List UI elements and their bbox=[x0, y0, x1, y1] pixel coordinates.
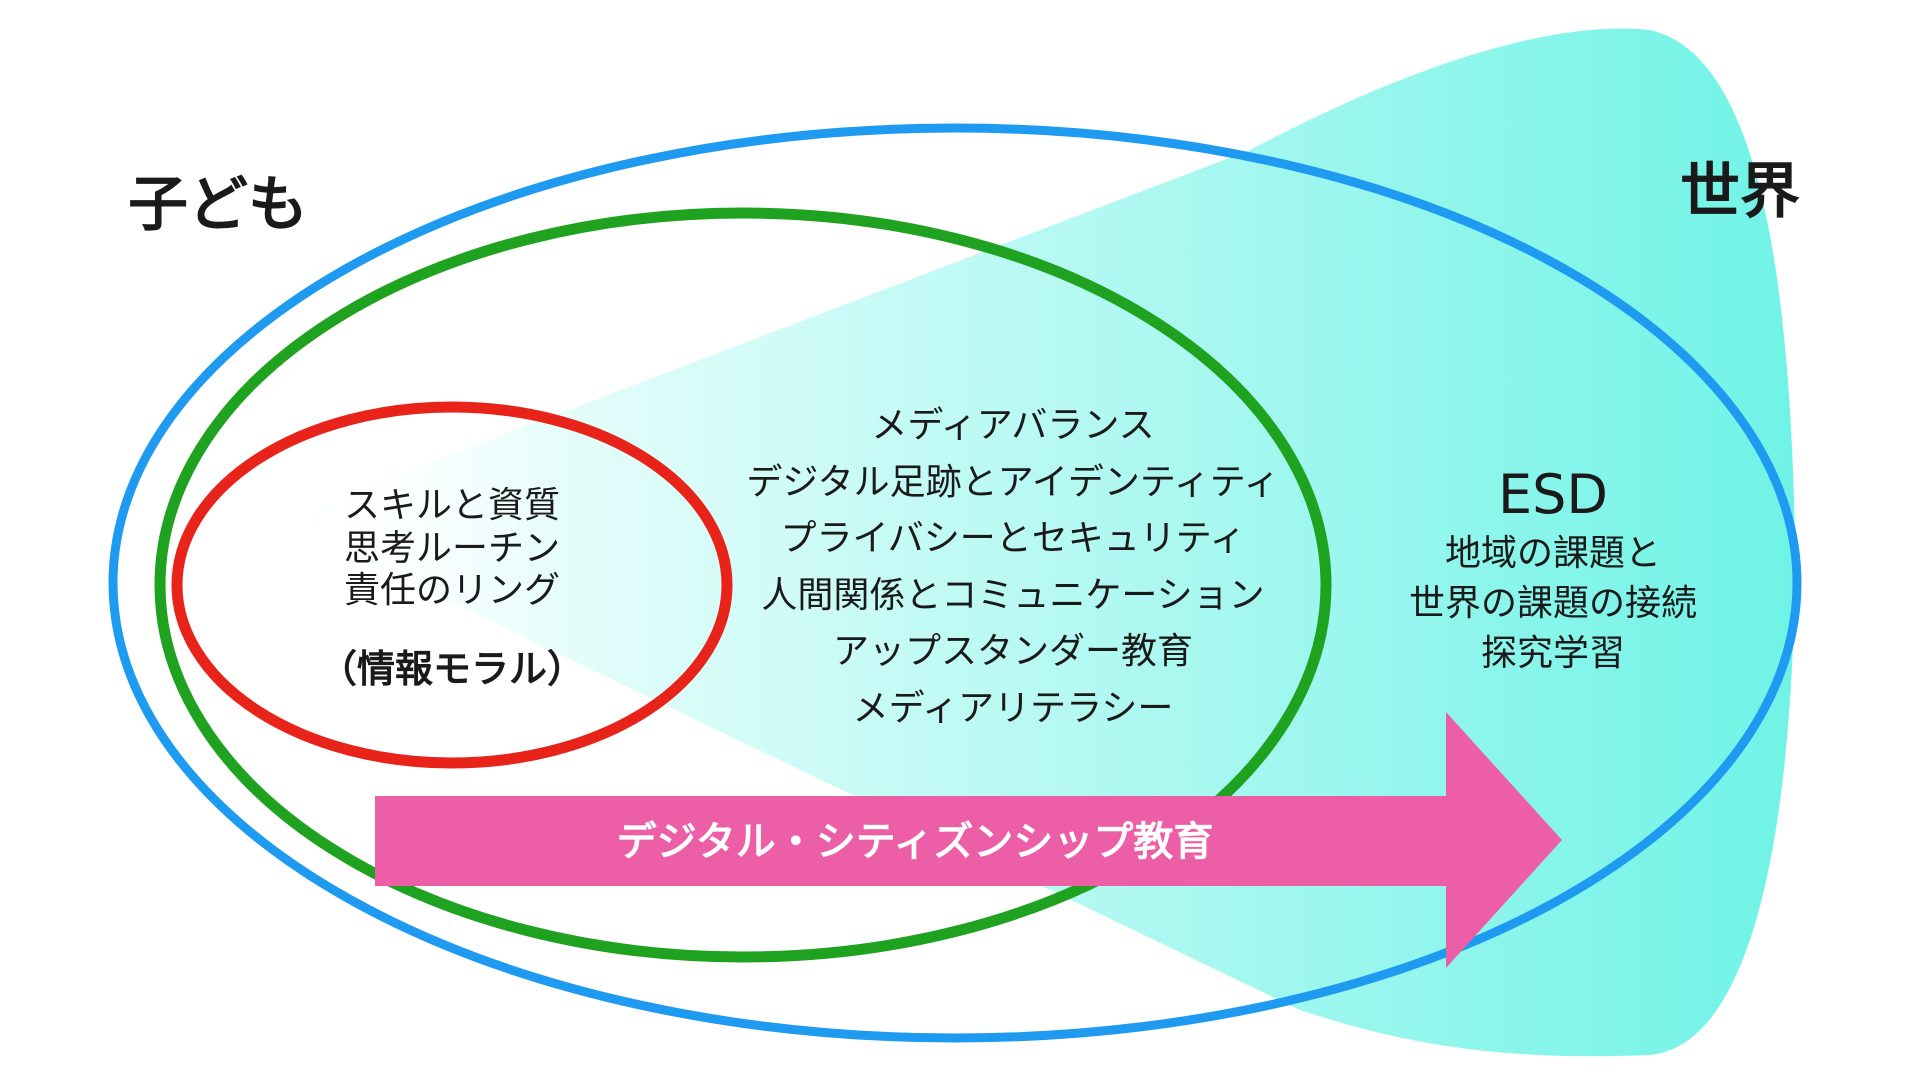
middle-ring-line: メディアバランス bbox=[871, 405, 1154, 446]
world-label: 世界 bbox=[1680, 157, 1800, 227]
middle-ring bbox=[154, 207, 1332, 963]
middle-ring-line: 人間関係とコミュニケーション bbox=[761, 575, 1264, 616]
esd-line: 世界の課題の接続 bbox=[1409, 583, 1697, 624]
inner-ring-emphasis: （情報モラル） bbox=[319, 647, 585, 691]
arrow-label: デジタル・シティズンシップ教育 bbox=[617, 819, 1214, 865]
outer-ring bbox=[108, 123, 1802, 1043]
inner-ring bbox=[171, 401, 733, 769]
digital-citizenship-arrow bbox=[375, 712, 1562, 968]
middle-ring-line: プライバシーとセキュリティ bbox=[780, 518, 1245, 559]
middle-ring-line: アップスタンダー教育 bbox=[833, 631, 1193, 672]
inner-ring-line: 思考ルーチン bbox=[344, 528, 560, 569]
middle-ring-line: デジタル足跡とアイデンティティ bbox=[746, 462, 1279, 503]
child-label: 子ども bbox=[128, 170, 308, 240]
esd-title: ESD bbox=[1498, 463, 1608, 526]
middle-ring-line: メディアリテラシー bbox=[853, 688, 1174, 729]
inner-ring-line: 責任のリング bbox=[344, 570, 560, 611]
esd-line: 探究学習 bbox=[1481, 633, 1625, 674]
esd-line: 地域の課題と bbox=[1445, 533, 1661, 574]
inner-ring-line: スキルと資質 bbox=[344, 485, 560, 526]
